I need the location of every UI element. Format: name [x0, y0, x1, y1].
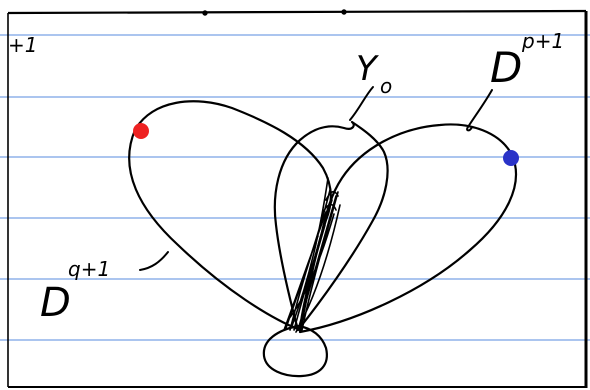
label-d-left-base: D [40, 280, 71, 326]
label-y-base: Y [356, 49, 379, 89]
label-d-left-sup: q+1 [68, 257, 110, 281]
label-d-top-sup: p+1 [521, 29, 564, 53]
right-loop [298, 123, 518, 334]
scribble [283, 177, 341, 333]
y-pointer [349, 86, 374, 121]
left-loop [128, 100, 332, 332]
blue-point [503, 150, 519, 166]
label-y-sub: o [380, 74, 392, 98]
label-d-top-base: D [490, 43, 522, 92]
dq-pointer [139, 251, 169, 271]
label-top-left: +1 [8, 33, 37, 57]
labels: +1 D p+1 Y o D q+1 [8, 29, 564, 326]
ink-strokes [128, 86, 518, 378]
bottom-loop [262, 324, 328, 378]
dp-pointer [466, 89, 493, 132]
frame-border [7, 9, 588, 388]
middle-loop [273, 120, 389, 332]
red-point [133, 123, 149, 139]
ruled-lines [0, 34, 590, 341]
